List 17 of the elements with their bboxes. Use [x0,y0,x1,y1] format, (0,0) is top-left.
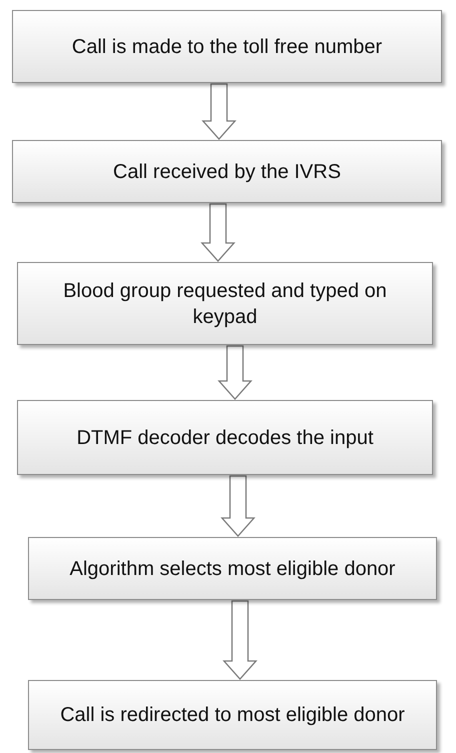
block-arrow [220,475,256,537]
step-text: Blood group requested and typed on keypad [62,278,388,330]
step-text: Call received by the IVRS [113,160,341,184]
process-box [28,537,437,600]
block-arrow [218,345,252,400]
step-text: Call is made to the toll free number [72,34,382,60]
process-box [17,262,433,345]
process-box [17,400,433,475]
block-arrow [222,600,258,680]
block-arrow [200,203,236,262]
step-text: DTMF decoder decodes the input [76,426,374,450]
step-text: Call is redirected to most eligible donor [60,703,405,728]
process-box [12,10,442,83]
process-box [12,140,442,203]
step-text: Algorithm selects most eligible donor [70,556,396,582]
process-box [28,680,437,750]
block-arrow [202,83,236,140]
